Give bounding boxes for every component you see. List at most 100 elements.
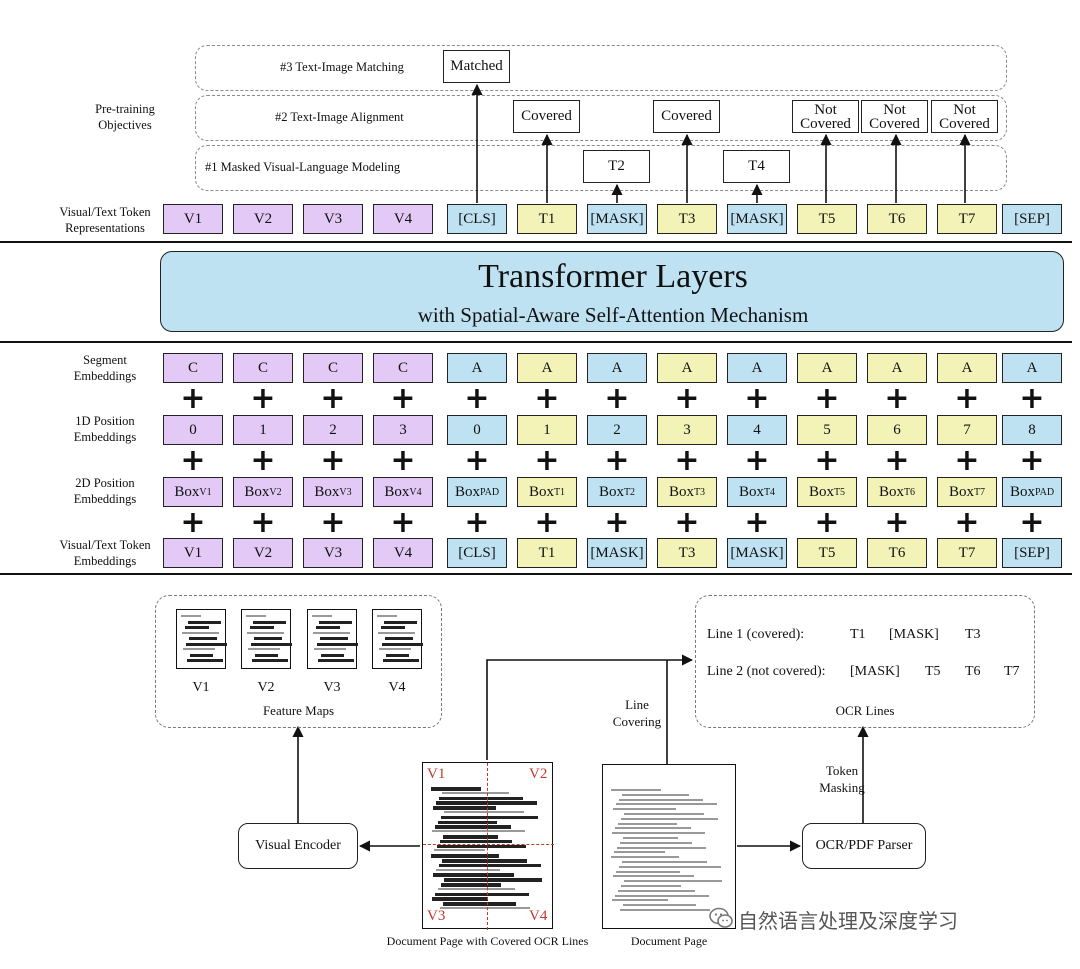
plus-sign-icon: + [390, 505, 416, 540]
not-covered-token-t5: Not Covered [792, 100, 859, 133]
emb-token-8: [MASK] [727, 538, 787, 568]
repr-token-2: V3 [303, 204, 363, 234]
objective-label-1: #1 Masked Visual-Language Modeling [205, 160, 401, 174]
not-covered-token-t7: Not Covered [931, 100, 998, 133]
plus-sign-icon: + [464, 505, 490, 540]
feature-map-mark [189, 637, 217, 640]
feature-map-mark [185, 626, 209, 629]
repr-token-6: [MASK] [587, 204, 647, 234]
feature-map-mark [383, 659, 419, 662]
separator-bottom [0, 573, 1072, 575]
document-text-line [612, 899, 668, 902]
feature-map-mark [312, 615, 332, 617]
feature-map-thumb-4 [372, 609, 423, 669]
pos2d-token-sub-8: T4 [763, 486, 776, 498]
feature-map-mark [186, 642, 227, 646]
plus-sign-icon: + [954, 505, 980, 540]
pos2d-token-sub-4: PAD [479, 486, 500, 498]
document-text-line [441, 815, 538, 820]
pos1d-token-5: 1 [517, 415, 577, 445]
emb-token-3: V4 [373, 538, 433, 568]
feature-map-mark [385, 637, 413, 640]
feature-map-mark [319, 620, 352, 624]
plus-sign-icon: + [534, 505, 560, 540]
feature-map-label-1: V1 [192, 680, 210, 695]
repr-token-11: T7 [937, 204, 997, 234]
document-text-line [444, 811, 524, 813]
document-text-line [431, 787, 481, 791]
plus-sign-icon: + [674, 381, 700, 416]
plus-sign-icon: + [884, 443, 910, 478]
plus-sign-icon: + [320, 505, 346, 540]
document-text-line [436, 801, 537, 805]
line-covering-label: Line Covering [612, 697, 662, 729]
document-text-line [620, 841, 692, 844]
document-text-line [621, 885, 681, 887]
pos2d-token-sub-1: V2 [269, 486, 282, 498]
ocr-line2-token-4: T7 [1004, 664, 1020, 679]
document-text-line [443, 902, 516, 906]
plus-sign-icon: + [884, 381, 910, 416]
feature-map-mark [382, 642, 423, 646]
document-text-line [440, 907, 530, 909]
document-text-line [617, 846, 706, 849]
objective-box-3 [195, 45, 1007, 91]
feature-map-mark [253, 620, 286, 624]
plus-sign-icon: + [534, 381, 560, 416]
plus-sign-icon: + [744, 443, 770, 478]
pos2d-token-base-3: Box [384, 483, 410, 500]
feature-map-mark [188, 620, 221, 624]
feature-map-thumb-1 [176, 609, 227, 669]
plus-sign-icon: + [390, 381, 416, 416]
feature-map-mark [246, 615, 266, 617]
feature-map-thumb-3 [307, 609, 358, 669]
plus-sign-icon: + [674, 443, 700, 478]
segment-token-5: A [517, 353, 577, 383]
document-text-line [613, 808, 676, 811]
segment-token-8: A [727, 353, 787, 383]
pos2d-token-base-0: Box [174, 483, 200, 500]
plus-sign-icon: + [250, 505, 276, 540]
document-text-line [442, 859, 527, 863]
pos2d-token-sub-0: V1 [199, 486, 212, 498]
feature-map-mark [381, 626, 405, 629]
feature-maps-caption: Feature Maps [262, 703, 335, 718]
pos2d-token-sub-7: T3 [693, 486, 706, 498]
transformer-subtitle: with Spatial-Aware Self-Attention Mechan… [417, 303, 809, 327]
plus-sign-icon: + [814, 505, 840, 540]
document-text-line [432, 830, 525, 833]
pos1d-token-4: 0 [447, 415, 507, 445]
feature-map-mark [318, 659, 354, 662]
repr-token-5: T1 [517, 204, 577, 234]
label-vt-embeddings: Visual/Text Token Embeddings [59, 538, 151, 568]
document-text-line [614, 851, 665, 854]
pos2d-token-sub-2: V3 [339, 486, 352, 498]
feature-map-mark [316, 626, 340, 629]
document-text-line [615, 827, 691, 830]
pos2d-token-sub-12: PAD [1034, 486, 1055, 498]
feature-map-mark [321, 653, 344, 657]
document-text-line [433, 806, 496, 810]
feature-maps-panel [155, 595, 442, 728]
arrow-line-covering [486, 654, 694, 760]
pos1d-token-8: 4 [727, 415, 787, 445]
pos2d-token-sub-5: T1 [553, 486, 566, 498]
document-text-line [624, 880, 722, 883]
feature-map-mark [384, 620, 417, 624]
repr-token-9: T5 [797, 204, 857, 234]
separator-middle [0, 341, 1072, 343]
plus-sign-icon: + [744, 381, 770, 416]
document-text-line [439, 863, 541, 868]
plus-sign-icon: + [180, 381, 206, 416]
objective-label-2: #2 Text-Image Alignment [275, 110, 404, 124]
pos1d-token-2: 2 [303, 415, 363, 445]
segment-token-3: C [373, 353, 433, 383]
plus-sign-icon: + [250, 381, 276, 416]
document-text-line [611, 789, 661, 791]
doc-corner-v3: V3 [427, 908, 446, 924]
document-text-line [618, 822, 677, 825]
